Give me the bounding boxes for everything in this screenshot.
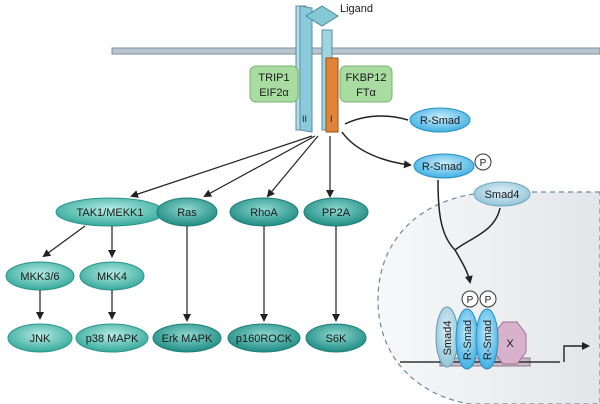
complex-to-nucleus-arrow bbox=[454, 249, 473, 284]
complex-phospho-b bbox=[479, 290, 497, 308]
complex-smad4-label: Smad4 bbox=[442, 321, 454, 356]
rsmadp-path bbox=[437, 179, 456, 251]
complex-phospho-a-label: P bbox=[467, 295, 474, 306]
r-smad-node bbox=[409, 107, 471, 133]
mkk4-label: MKK4 bbox=[97, 271, 127, 283]
fta-label: FTα bbox=[356, 87, 376, 99]
receptor-ii bbox=[299, 5, 313, 133]
fkbp12-fta-box bbox=[339, 65, 393, 103]
r-smad-p-node bbox=[413, 153, 475, 179]
s6k-node bbox=[305, 323, 367, 353]
eif2a-label: EIF2α bbox=[259, 87, 289, 99]
s6k-label: S6K bbox=[326, 333, 347, 345]
jnk-node bbox=[7, 323, 73, 353]
fkbp12-label: FKBP12 bbox=[346, 72, 387, 84]
complex-phospho-a bbox=[461, 290, 479, 308]
tak1-label: TAK1/MEKK1 bbox=[76, 207, 143, 219]
receptor-ii-label: II bbox=[302, 114, 307, 124]
r-smad-p-label: R-Smad bbox=[422, 161, 462, 173]
p38-label: p38 MAPK bbox=[86, 333, 139, 345]
erk-label: Erk MAPK bbox=[162, 333, 213, 345]
complex-rsmad-a-label: R-Smad bbox=[462, 320, 474, 360]
arrow-receptor-to-rsmadp bbox=[341, 131, 412, 169]
rhoa-label: RhoA bbox=[250, 207, 278, 219]
ligand-label: Ligand bbox=[340, 3, 373, 15]
jnk-label: JNK bbox=[30, 333, 51, 345]
complex-rsmad-b bbox=[475, 308, 499, 370]
complex-phospho-b-label: P bbox=[485, 295, 492, 306]
complex-rsmad-b-label: R-Smad bbox=[482, 320, 494, 360]
cell-membrane bbox=[111, 47, 600, 55]
x-factor-label: X bbox=[506, 338, 514, 350]
arrow-to-tak1 bbox=[130, 135, 313, 198]
phospho-label: P bbox=[480, 158, 487, 169]
erk-node bbox=[152, 323, 222, 353]
ligand-shape bbox=[305, 5, 339, 27]
p38-node bbox=[75, 323, 149, 353]
smad4-path bbox=[454, 207, 501, 251]
pp2a-label: PP2A bbox=[322, 207, 351, 219]
r-smad-label: R-Smad bbox=[420, 115, 460, 127]
trip1-eif2a-box bbox=[249, 65, 299, 103]
r-smad-link bbox=[344, 115, 409, 125]
rock-label: p160ROCK bbox=[236, 333, 293, 345]
trip1-label: TRIP1 bbox=[258, 72, 289, 84]
rock-node bbox=[227, 323, 301, 353]
arrow-to-mkk36 bbox=[42, 225, 86, 258]
ras-label: Ras bbox=[177, 207, 197, 219]
arrow-to-ras bbox=[203, 135, 316, 197]
smad4-label: Smad4 bbox=[485, 189, 520, 201]
smad4-node bbox=[473, 181, 531, 207]
mkk36-label: MKK3/6 bbox=[20, 271, 59, 283]
receptor-i bbox=[325, 57, 339, 133]
transcription-start-arrow bbox=[563, 342, 590, 362]
arrow-to-rhoa bbox=[266, 135, 319, 198]
phospho-circle bbox=[474, 153, 492, 171]
receptor-i-label: I bbox=[330, 114, 333, 124]
